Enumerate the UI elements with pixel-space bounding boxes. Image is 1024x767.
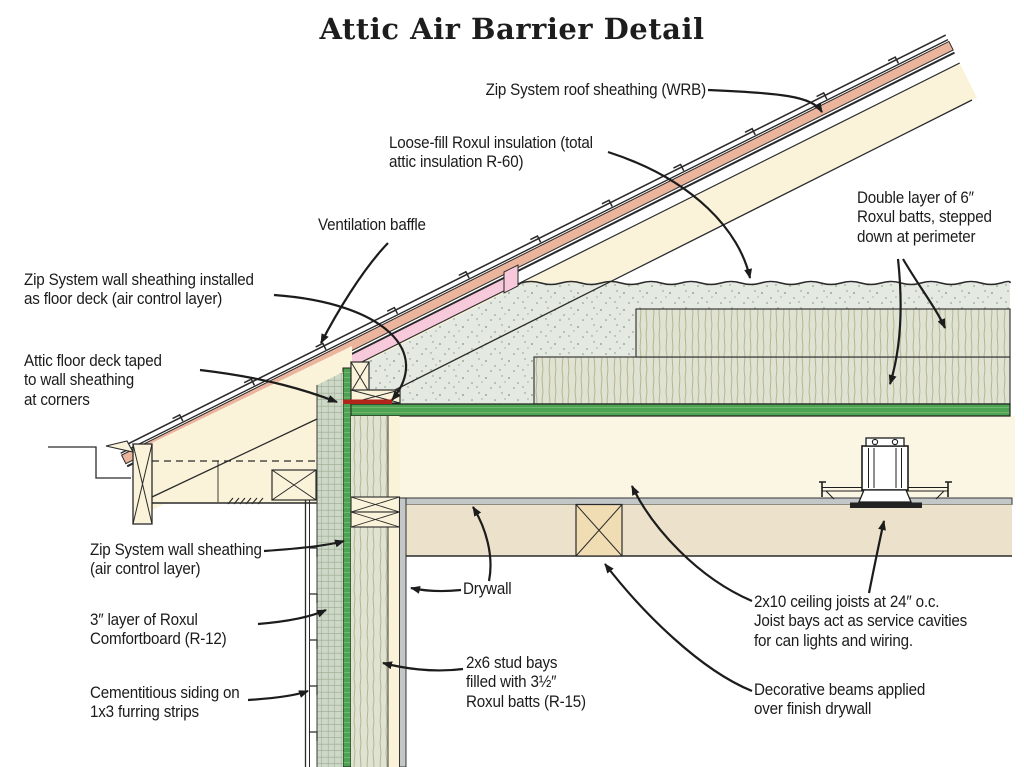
junction-box-knockout-right xyxy=(891,438,899,446)
zip-wall-sheathing xyxy=(342,367,352,767)
label-taped-corners: Attic floor deck taped to wall sheathing… xyxy=(24,352,162,409)
gutter-outline xyxy=(48,446,131,479)
arrow-ceiling-joists xyxy=(631,485,753,603)
label-loose-fill: Loose-fill Roxul insulation (total attic… xyxy=(389,134,593,172)
roofing-line-upper xyxy=(117,34,947,450)
mounting-brackets xyxy=(819,481,952,497)
batt-layer-upper xyxy=(635,308,1011,358)
arrow-drywall-wall xyxy=(410,585,462,594)
rafter-underside-line xyxy=(364,99,973,406)
stud-bay-batts-lower xyxy=(351,527,388,767)
arrow-ventilation-baffle xyxy=(320,242,389,344)
label-ventilation-baffle: Ventilation baffle xyxy=(318,216,426,234)
can-light-fixture xyxy=(819,437,952,508)
label-stud-bays: 2x6 stud bays filled with 3½″ Roxul batt… xyxy=(466,654,586,711)
beam-space-band xyxy=(406,504,1012,556)
top-plate-x-1 xyxy=(350,496,400,513)
arrow-wall-sheathing xyxy=(263,539,345,553)
arrow-drywall-ceiling xyxy=(472,506,492,582)
loose-fill-top-edge xyxy=(515,280,1011,287)
baffle-end-dam xyxy=(503,264,519,294)
eave-blocking-x xyxy=(271,469,317,501)
exterior-wall xyxy=(304,372,401,767)
rafter-underside-eave-line xyxy=(151,418,318,498)
furring-strip-marks xyxy=(309,547,318,741)
tape-horizontal xyxy=(343,399,392,404)
decorative-beam-x xyxy=(575,504,623,557)
zip-floor-deck xyxy=(342,403,1011,417)
arrow-comfortboard xyxy=(257,609,327,626)
arrow-double-layer-lower xyxy=(888,258,902,385)
arrow-taped-corners xyxy=(199,368,338,404)
corner-stud-x xyxy=(350,361,370,393)
label-decorative-beams: Decorative beams applied over finish dry… xyxy=(754,681,926,719)
arrow-roof-sheathing xyxy=(707,88,823,113)
page-title: Attic Air Barrier Detail xyxy=(319,12,705,46)
eave-soffit-space xyxy=(133,346,352,503)
soffit-vent-ticks xyxy=(227,497,264,505)
stud-depth xyxy=(388,416,400,767)
wall-drywall xyxy=(399,497,407,767)
label-roof-sheathing: Zip System roof sheathing (WRB) xyxy=(485,81,707,99)
bracket-struts xyxy=(825,490,945,500)
comfortboard-layer xyxy=(317,372,343,767)
label-wall-sheathing: Zip System wall sheathing (air control l… xyxy=(90,541,262,579)
ceiling-assembly xyxy=(399,497,1013,767)
arrow-decorative-beams xyxy=(604,563,753,693)
top-plate-x-2 xyxy=(350,511,400,528)
arrow-floor-deck xyxy=(273,293,408,401)
arrow-stud-bays xyxy=(382,661,464,672)
drip-edge xyxy=(105,440,135,453)
batt-layer-lower xyxy=(533,356,1011,405)
label-floor-deck: Zip System wall sheathing installed as f… xyxy=(24,271,254,309)
arrow-siding xyxy=(247,689,309,702)
label-double-layer: Double layer of 6″ Roxul batts, stepped … xyxy=(857,189,992,246)
can-body-ribs xyxy=(868,448,902,488)
label-comfortboard: 3″ layer of Roxul Comfortboard (R-12) xyxy=(90,611,227,649)
arrow-can-light xyxy=(867,520,886,594)
can-trim-flange xyxy=(850,502,922,508)
stud-bay-batts-upper xyxy=(351,416,388,497)
can-trim-cone xyxy=(858,489,912,503)
roofing-line-lower xyxy=(120,38,949,454)
leader-arrows xyxy=(199,88,947,702)
fascia-x-hatch xyxy=(132,443,153,525)
arrow-double-layer-upper xyxy=(902,258,947,329)
label-siding: Cementitious siding on 1x3 furring strip… xyxy=(90,684,240,722)
eave-overhang xyxy=(48,346,352,525)
label-ceiling-joists: 2x10 ceiling joists at 24″ o.c. Joist ba… xyxy=(754,593,968,650)
label-drywall: Drywall xyxy=(463,580,512,598)
junction-box-knockout-left xyxy=(871,438,879,446)
junction-box xyxy=(865,437,905,447)
joist-bay-space xyxy=(343,416,1015,498)
arrow-loose-fill xyxy=(607,150,752,279)
